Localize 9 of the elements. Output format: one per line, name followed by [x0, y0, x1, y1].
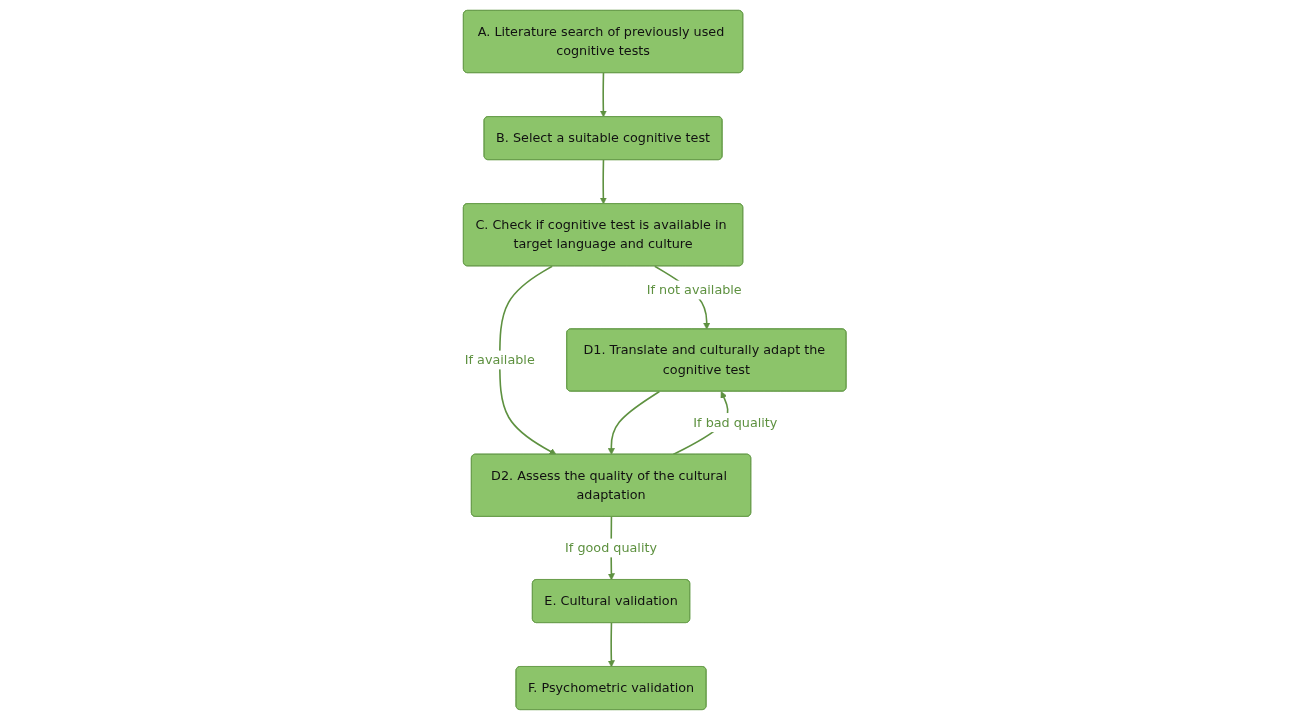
- arrow: [607, 622, 615, 668]
- arrow: [599, 159, 607, 205]
- arrow: [607, 390, 660, 455]
- edge-label: If available: [464, 352, 535, 368]
- edge-label: If bad quality: [693, 414, 778, 430]
- edge-label: If good quality: [564, 539, 657, 556]
- edge-label: If not available: [646, 282, 742, 298]
- arrow: [599, 72, 607, 118]
- arrow: [498, 265, 557, 455]
